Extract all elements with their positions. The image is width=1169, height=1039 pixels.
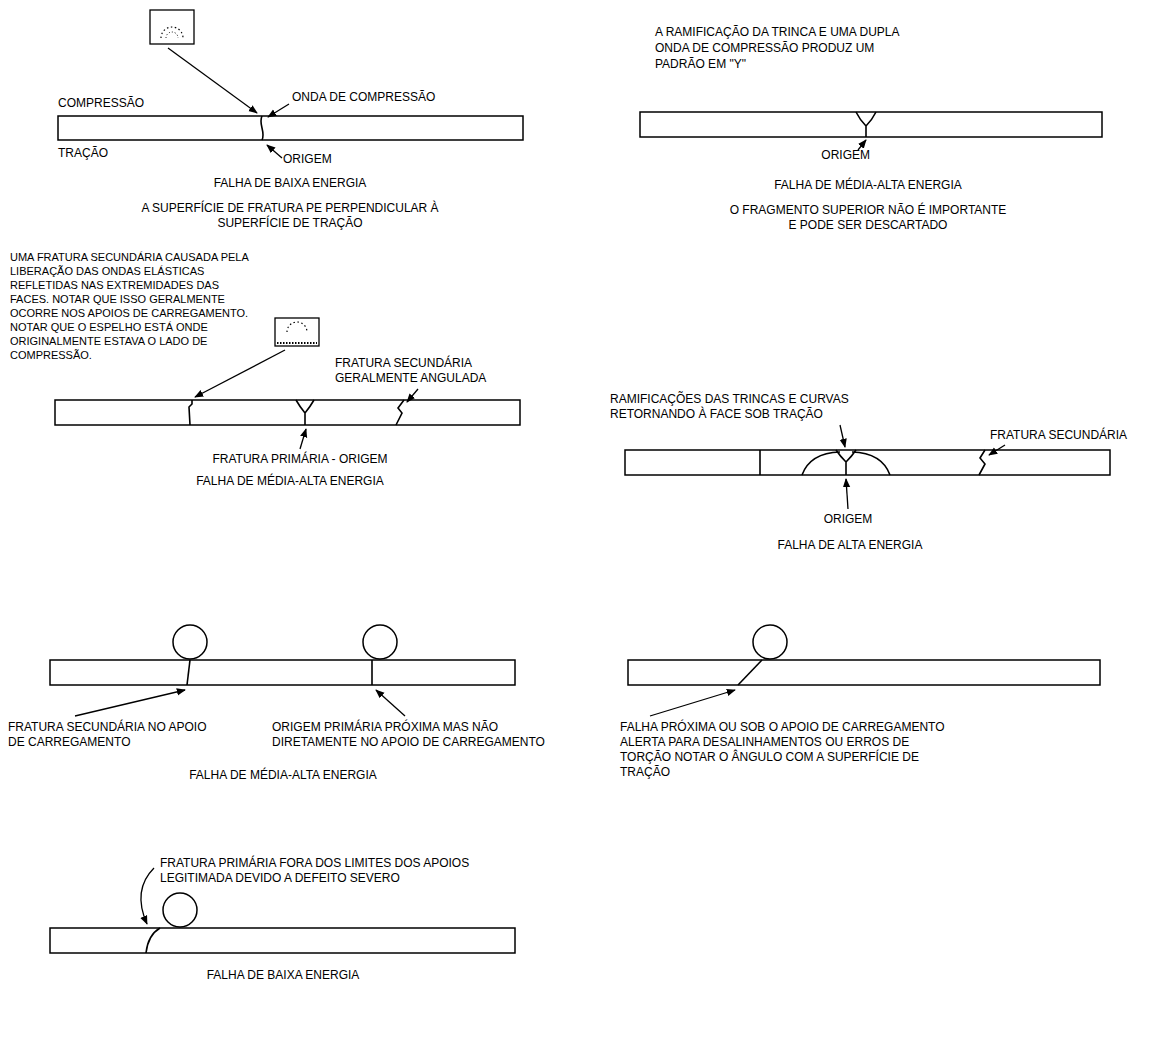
- loading-roller: [363, 625, 397, 659]
- fracture-line: [856, 112, 876, 137]
- annotation-label: A RAMIFICAÇÃO DA TRINCA E UMA DUPLA ONDA…: [655, 24, 905, 72]
- fracture-line: [836, 450, 856, 475]
- fracture-line: [261, 116, 263, 140]
- fracture-line: [979, 450, 985, 475]
- fracture-line: [396, 400, 404, 425]
- test-bar: [628, 660, 1100, 685]
- fracture-line: [759, 450, 761, 475]
- fracture-mirror-inset: [166, 32, 178, 38]
- annotation-label: O FRAGMENTO SUPERIOR NÃO É IMPORTANTE E …: [726, 203, 1011, 233]
- fracture-line: [189, 400, 192, 425]
- leader-arrow: [141, 868, 154, 924]
- leader-arrow: [268, 104, 289, 117]
- annotation-label: UMA FRATURA SECUNDÁRIA CAUSADA PELA LIBE…: [10, 250, 255, 362]
- annotation-label: COMPRESSÃO: [58, 96, 178, 111]
- fracture-line: [296, 400, 314, 425]
- annotation-label: ONDA DE COMPRESSÃO: [292, 90, 492, 105]
- annotation-label: RAMIFICAÇÕES DAS TRINCAS E CURVAS RETORN…: [610, 392, 910, 422]
- annotation-label: FALHA DE ALTA ENERGIA: [700, 538, 1000, 553]
- test-bar: [50, 660, 515, 685]
- leader-arrow: [75, 690, 185, 716]
- annotation-label: FALHA DE BAIXA ENERGIA: [133, 968, 433, 983]
- leader-arrow: [168, 48, 257, 113]
- fracture-mirror-inset: [277, 342, 317, 344]
- leader-arrow: [650, 690, 735, 716]
- loading-roller: [173, 625, 207, 659]
- fracture-line: [738, 660, 762, 685]
- test-bar: [625, 450, 1110, 475]
- fracture-line: [146, 112, 985, 953]
- leader-arrow: [195, 350, 285, 397]
- annotation-label: ORIGEM: [800, 148, 870, 163]
- leader-arrow: [407, 389, 418, 402]
- fracture-mirror-inset: [150, 10, 194, 44]
- fracture-line: [371, 660, 373, 685]
- annotation-label: ORIGEM: [788, 512, 908, 527]
- annotation-label: FALHA PRÓXIMA OU SOB O APOIO DE CARREGAM…: [620, 720, 960, 780]
- fracture-line: [187, 660, 190, 685]
- annotation-label: FRATURA SECUNDÁRIA: [990, 428, 1160, 443]
- annotation-label: FALHA DE BAIXA ENERGIA: [140, 176, 440, 191]
- leader-arrow: [840, 425, 845, 447]
- fracture-line: [146, 928, 160, 953]
- leader-arrow: [376, 690, 405, 716]
- annotation-label: A SUPERFÍCIE DE FRATURA PE PERPENDICULAR…: [135, 201, 445, 231]
- leader-arrow: [846, 479, 848, 509]
- annotation-label: ORIGEM: [283, 152, 363, 167]
- test-bar: [55, 400, 520, 425]
- fracture-mirror-inset: [275, 318, 319, 346]
- annotation-label: ORIGEM PRIMÁRIA PRÓXIMA MAS NÃO DIRETAME…: [272, 720, 572, 750]
- test-bar: [50, 928, 515, 953]
- leader-arrow: [300, 429, 306, 449]
- test-bar: [640, 112, 1102, 137]
- annotation-label: FRATURA PRIMÁRIA - ORIGEM: [170, 452, 430, 467]
- loading-roller: [163, 893, 197, 927]
- leader-arrow: [989, 445, 1005, 455]
- annotation-label: FALHA DE MÉDIA-ALTA ENERGIA: [133, 768, 433, 783]
- leader-arrow: [267, 145, 282, 158]
- annotation-label: FALHA DE MÉDIA-ALTA ENERGIA: [718, 178, 1018, 193]
- annotation-label: FRATURA SECUNDÁRIA GERALMENTE ANGULADA: [335, 356, 515, 386]
- test-bar: [58, 116, 523, 140]
- annotation-label: FALHA DE MÉDIA-ALTA ENERGIA: [140, 474, 440, 489]
- fracture-mirror-inset: [287, 322, 307, 332]
- annotation-label: TRAÇÃO: [58, 146, 178, 161]
- annotation-label: FRATURA PRIMÁRIA FORA DOS LIMITES DOS AP…: [160, 856, 540, 886]
- test-bar: [50, 112, 1110, 953]
- fracture-line: [802, 452, 890, 475]
- loading-roller: [753, 625, 787, 659]
- annotation-label: FRATURA SECUNDÁRIA NO APOIO DE CARREGAME…: [8, 720, 218, 750]
- fracture-mirror-inset: [161, 27, 183, 38]
